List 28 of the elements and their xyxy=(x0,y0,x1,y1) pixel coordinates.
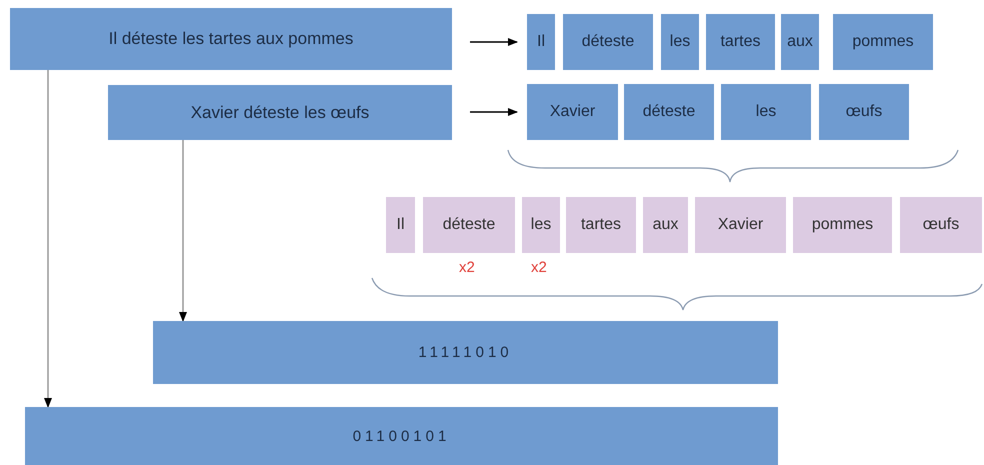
word-box: tartes xyxy=(566,197,636,253)
sentence-box: Xavier déteste les œufs xyxy=(108,85,452,140)
word-box: Il xyxy=(386,197,415,253)
count-label: x2 xyxy=(459,259,475,276)
word-box: aux xyxy=(781,14,819,70)
word-box: œufs xyxy=(900,197,982,253)
word-box: Xavier xyxy=(695,197,786,253)
word-box: Xavier xyxy=(527,84,618,140)
word-box: pommes xyxy=(793,197,892,253)
arrow xyxy=(179,140,187,322)
word-box: déteste xyxy=(563,14,653,70)
word-box: aux xyxy=(643,197,688,253)
word-box: tartes xyxy=(706,14,775,70)
word-box: déteste xyxy=(624,84,714,140)
word-box: déteste xyxy=(423,197,515,253)
word-box: les xyxy=(661,14,699,70)
count-label: x2 xyxy=(531,259,547,276)
sentence-box: Il déteste les tartes aux pommes xyxy=(10,8,452,70)
word-box: les xyxy=(522,197,560,253)
vector-bar: 11111010 xyxy=(153,321,778,384)
arrow xyxy=(470,38,518,46)
word-box: les xyxy=(721,84,811,140)
vector-bar: 01100101 xyxy=(25,407,778,465)
arrow xyxy=(470,108,518,116)
word-box: Il xyxy=(527,14,555,70)
word-box: œufs xyxy=(819,84,909,140)
word-box: pommes xyxy=(833,14,933,70)
arrow xyxy=(44,70,52,408)
